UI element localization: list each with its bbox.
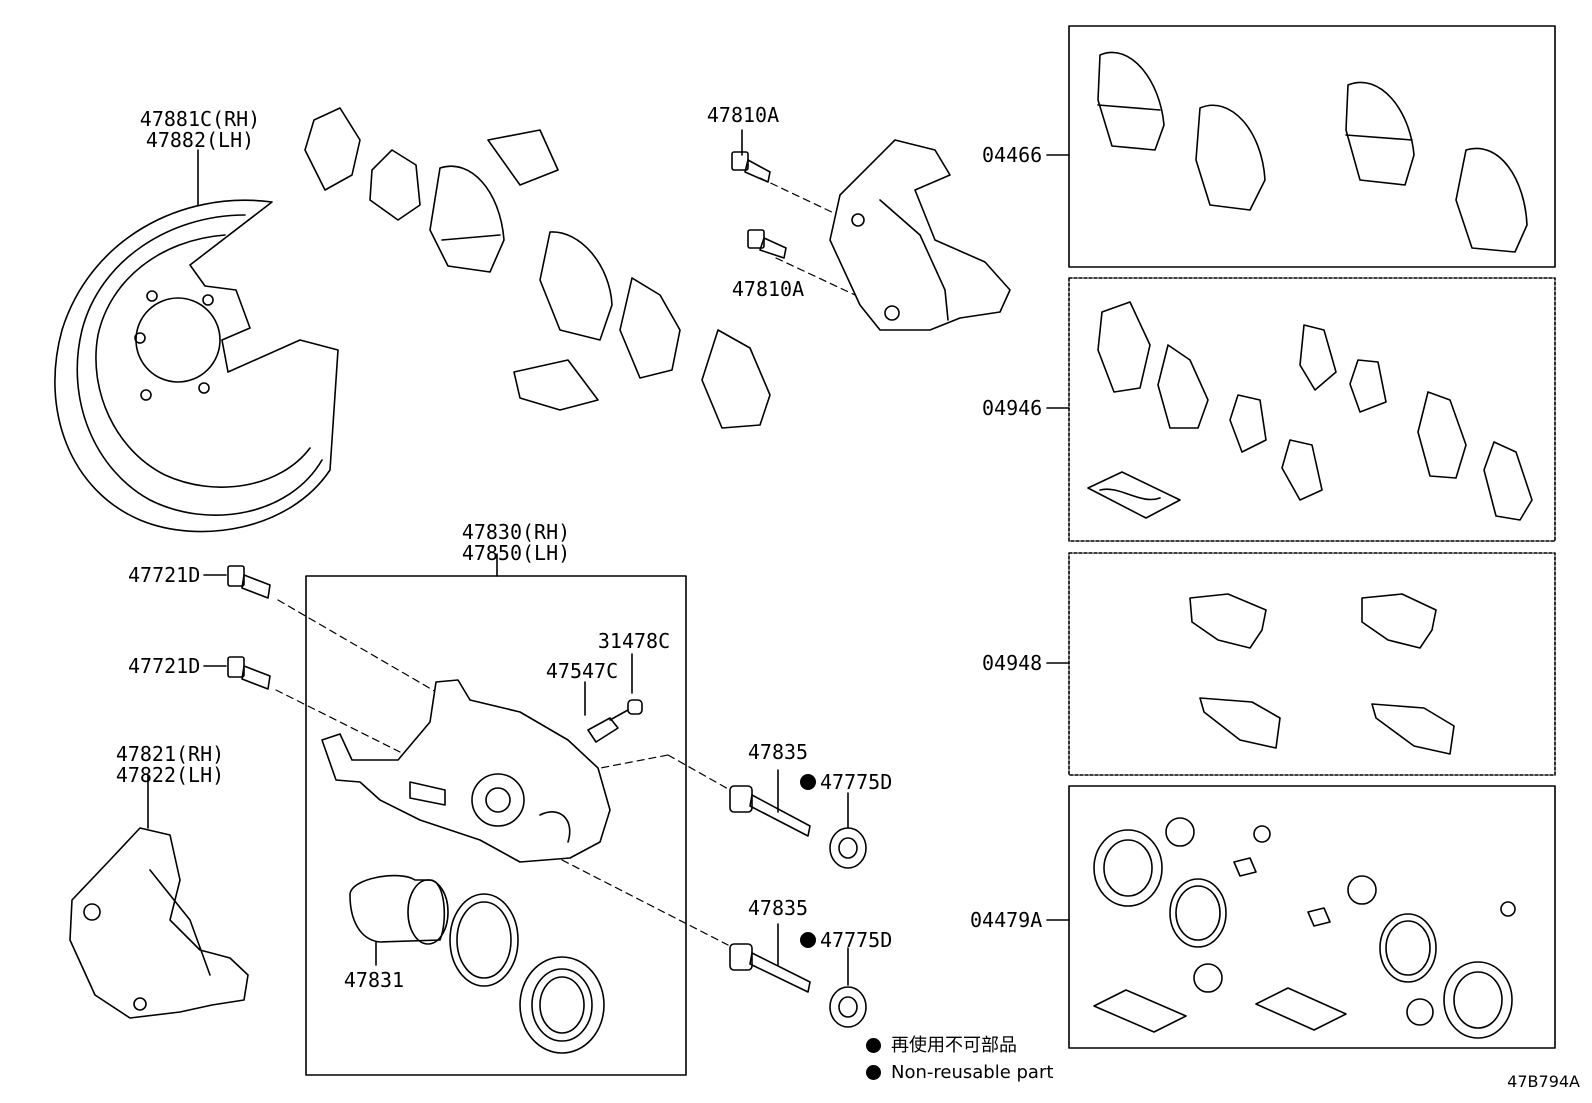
kit-04948-clips — [1189, 593, 1455, 755]
callout-caliper-lh: 47850(LH) — [461, 541, 571, 565]
bolt-47810a-upper — [731, 151, 771, 183]
kit-04479a-seals — [1093, 817, 1516, 1039]
callout-pin-upper: 47835 — [747, 740, 809, 764]
callout-mounting-lh: 47822(LH) — [115, 763, 225, 787]
bolt-47721d-1 — [227, 565, 271, 599]
legend-jp-text: 再使用不可部品 — [891, 1035, 1017, 1056]
dust-shield-drawing — [54, 199, 339, 533]
kit-04466-pads — [1097, 51, 1528, 253]
caliper-body-drawing — [321, 679, 611, 863]
callout-piston: 47831 — [343, 968, 405, 992]
bolt-47810a-lower — [747, 229, 787, 259]
kit-label-04948: 04948 — [982, 651, 1043, 675]
boot-47775d-upper — [829, 827, 867, 869]
callout-mounting-rh: 47821(RH) — [115, 742, 225, 766]
callout-shield-rh: 47881C(RH) — [139, 107, 261, 131]
callout-pin-lower: 47835 — [747, 896, 809, 920]
upper-bracket-drawing — [829, 139, 1011, 331]
grease-packet-04946 — [1087, 471, 1181, 519]
callout-mount-bolt-2: 47721D — [128, 654, 201, 678]
piston-seal-ring — [449, 893, 519, 987]
kit-box-04946 — [1068, 277, 1556, 542]
kit-04946-shims — [1087, 301, 1533, 521]
kit-label-04479a: 04479A — [970, 908, 1043, 932]
grease-packet-04479a-2 — [1255, 987, 1347, 1031]
bleeder-plug-47547c — [587, 709, 629, 743]
legend-en-text: Non-reusable part — [891, 1062, 1054, 1083]
non-reusable-dot — [866, 1065, 881, 1080]
callout-caliper-rh: 47830(RH) — [461, 520, 571, 544]
legend-jp: 再使用不可部品 — [866, 1036, 1017, 1056]
kit-label-04946: 04946 — [982, 396, 1043, 420]
callout-mount-bolt-1: 47721D — [128, 563, 201, 587]
kit-box-04466 — [1068, 25, 1556, 268]
kit-box-04479a — [1068, 785, 1556, 1049]
callout-bleeder: 47547C — [545, 659, 619, 683]
callout-boot-upper: 47775D — [820, 770, 893, 794]
slide-pin-47835-upper — [729, 785, 811, 837]
non-reusable-dot — [866, 1038, 881, 1053]
caliper-assembly-box — [305, 575, 687, 1076]
callout-boot-lower: 47775D — [820, 928, 893, 952]
diagram-code: 47B794A — [1507, 1072, 1580, 1091]
callout-cap: 31478C — [597, 629, 671, 653]
slide-pin-47835-lower — [729, 943, 811, 993]
assembly-dashed-lines — [275, 177, 871, 946]
boot-47775d-lower — [829, 986, 867, 1028]
grease-packet-04479a-1 — [1093, 989, 1187, 1033]
kit-box-04948 — [1068, 552, 1556, 776]
piston-dust-boot — [519, 956, 605, 1054]
piston-47831 — [349, 874, 449, 945]
bolt-47721d-2 — [227, 656, 271, 690]
non-reusable-marker-upper — [800, 774, 816, 790]
callout-bolt-lower: 47810A — [731, 277, 805, 301]
callout-shield-lh: 47882(LH) — [145, 128, 255, 152]
callout-bolt-upper: 47810A — [706, 103, 780, 127]
non-reusable-marker-lower — [800, 932, 816, 948]
pad-shims-top — [304, 107, 771, 429]
caliper-mounting-drawing — [69, 827, 249, 1019]
legend-en: Non-reusable part — [866, 1063, 1053, 1083]
kit-label-04466: 04466 — [982, 143, 1043, 167]
cap-31478c — [627, 699, 643, 715]
